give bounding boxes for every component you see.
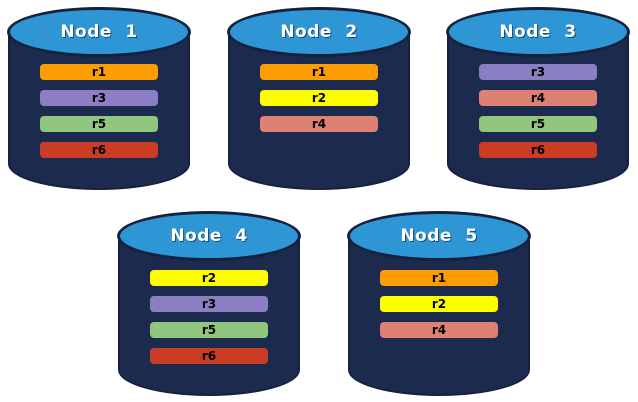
record-bar: r5: [479, 116, 597, 132]
cylinder-top: Node 1: [7, 7, 191, 57]
record-bar: r6: [479, 142, 597, 158]
record-bar: r3: [150, 296, 268, 312]
database-node-2: Node 2 r1 r2 r4: [227, 7, 411, 191]
record-bar: r3: [479, 64, 597, 80]
record-bar: r2: [150, 270, 268, 286]
record-list: r2 r3 r5 r6: [150, 270, 268, 364]
cylinder-body: [348, 236, 530, 396]
database-node-3: Node 3 r3 r4 r5 r6: [446, 7, 630, 191]
record-list: r1 r2 r4: [260, 64, 378, 132]
record-bar: r5: [40, 116, 158, 132]
record-bar: r1: [40, 64, 158, 80]
record-bar: r5: [150, 322, 268, 338]
node-label: Node 4: [170, 226, 248, 246]
record-bar: r4: [479, 90, 597, 106]
cylinder-top: Node 5: [347, 211, 531, 261]
database-node-5: Node 5 r1 r2 r4: [347, 211, 531, 397]
record-bar: r1: [380, 270, 498, 286]
cylinder-body: [447, 32, 629, 190]
record-bar: r6: [150, 348, 268, 364]
node-label: Node 3: [499, 22, 577, 42]
record-bar: r3: [40, 90, 158, 106]
cylinder-body: [228, 32, 410, 190]
node-label: Node 1: [60, 22, 138, 42]
record-list: r3 r4 r5 r6: [479, 64, 597, 158]
database-node-1: Node 1 r1 r3 r5 r6: [7, 7, 191, 191]
cylinder-body: [118, 236, 300, 396]
node-label: Node 2: [280, 22, 358, 42]
record-bar: r2: [260, 90, 378, 106]
cylinder-top: Node 3: [446, 7, 630, 57]
record-bar: r4: [260, 116, 378, 132]
cylinder-top: Node 2: [227, 7, 411, 57]
database-node-4: Node 4 r2 r3 r5 r6: [117, 211, 301, 397]
cylinder-body: [8, 32, 190, 190]
record-bar: r6: [40, 142, 158, 158]
record-bar: r1: [260, 64, 378, 80]
node-label: Node 5: [400, 226, 478, 246]
record-list: r1 r3 r5 r6: [40, 64, 158, 158]
record-list: r1 r2 r4: [380, 270, 498, 338]
record-bar: r2: [380, 296, 498, 312]
cylinder-top: Node 4: [117, 211, 301, 261]
record-bar: r4: [380, 322, 498, 338]
